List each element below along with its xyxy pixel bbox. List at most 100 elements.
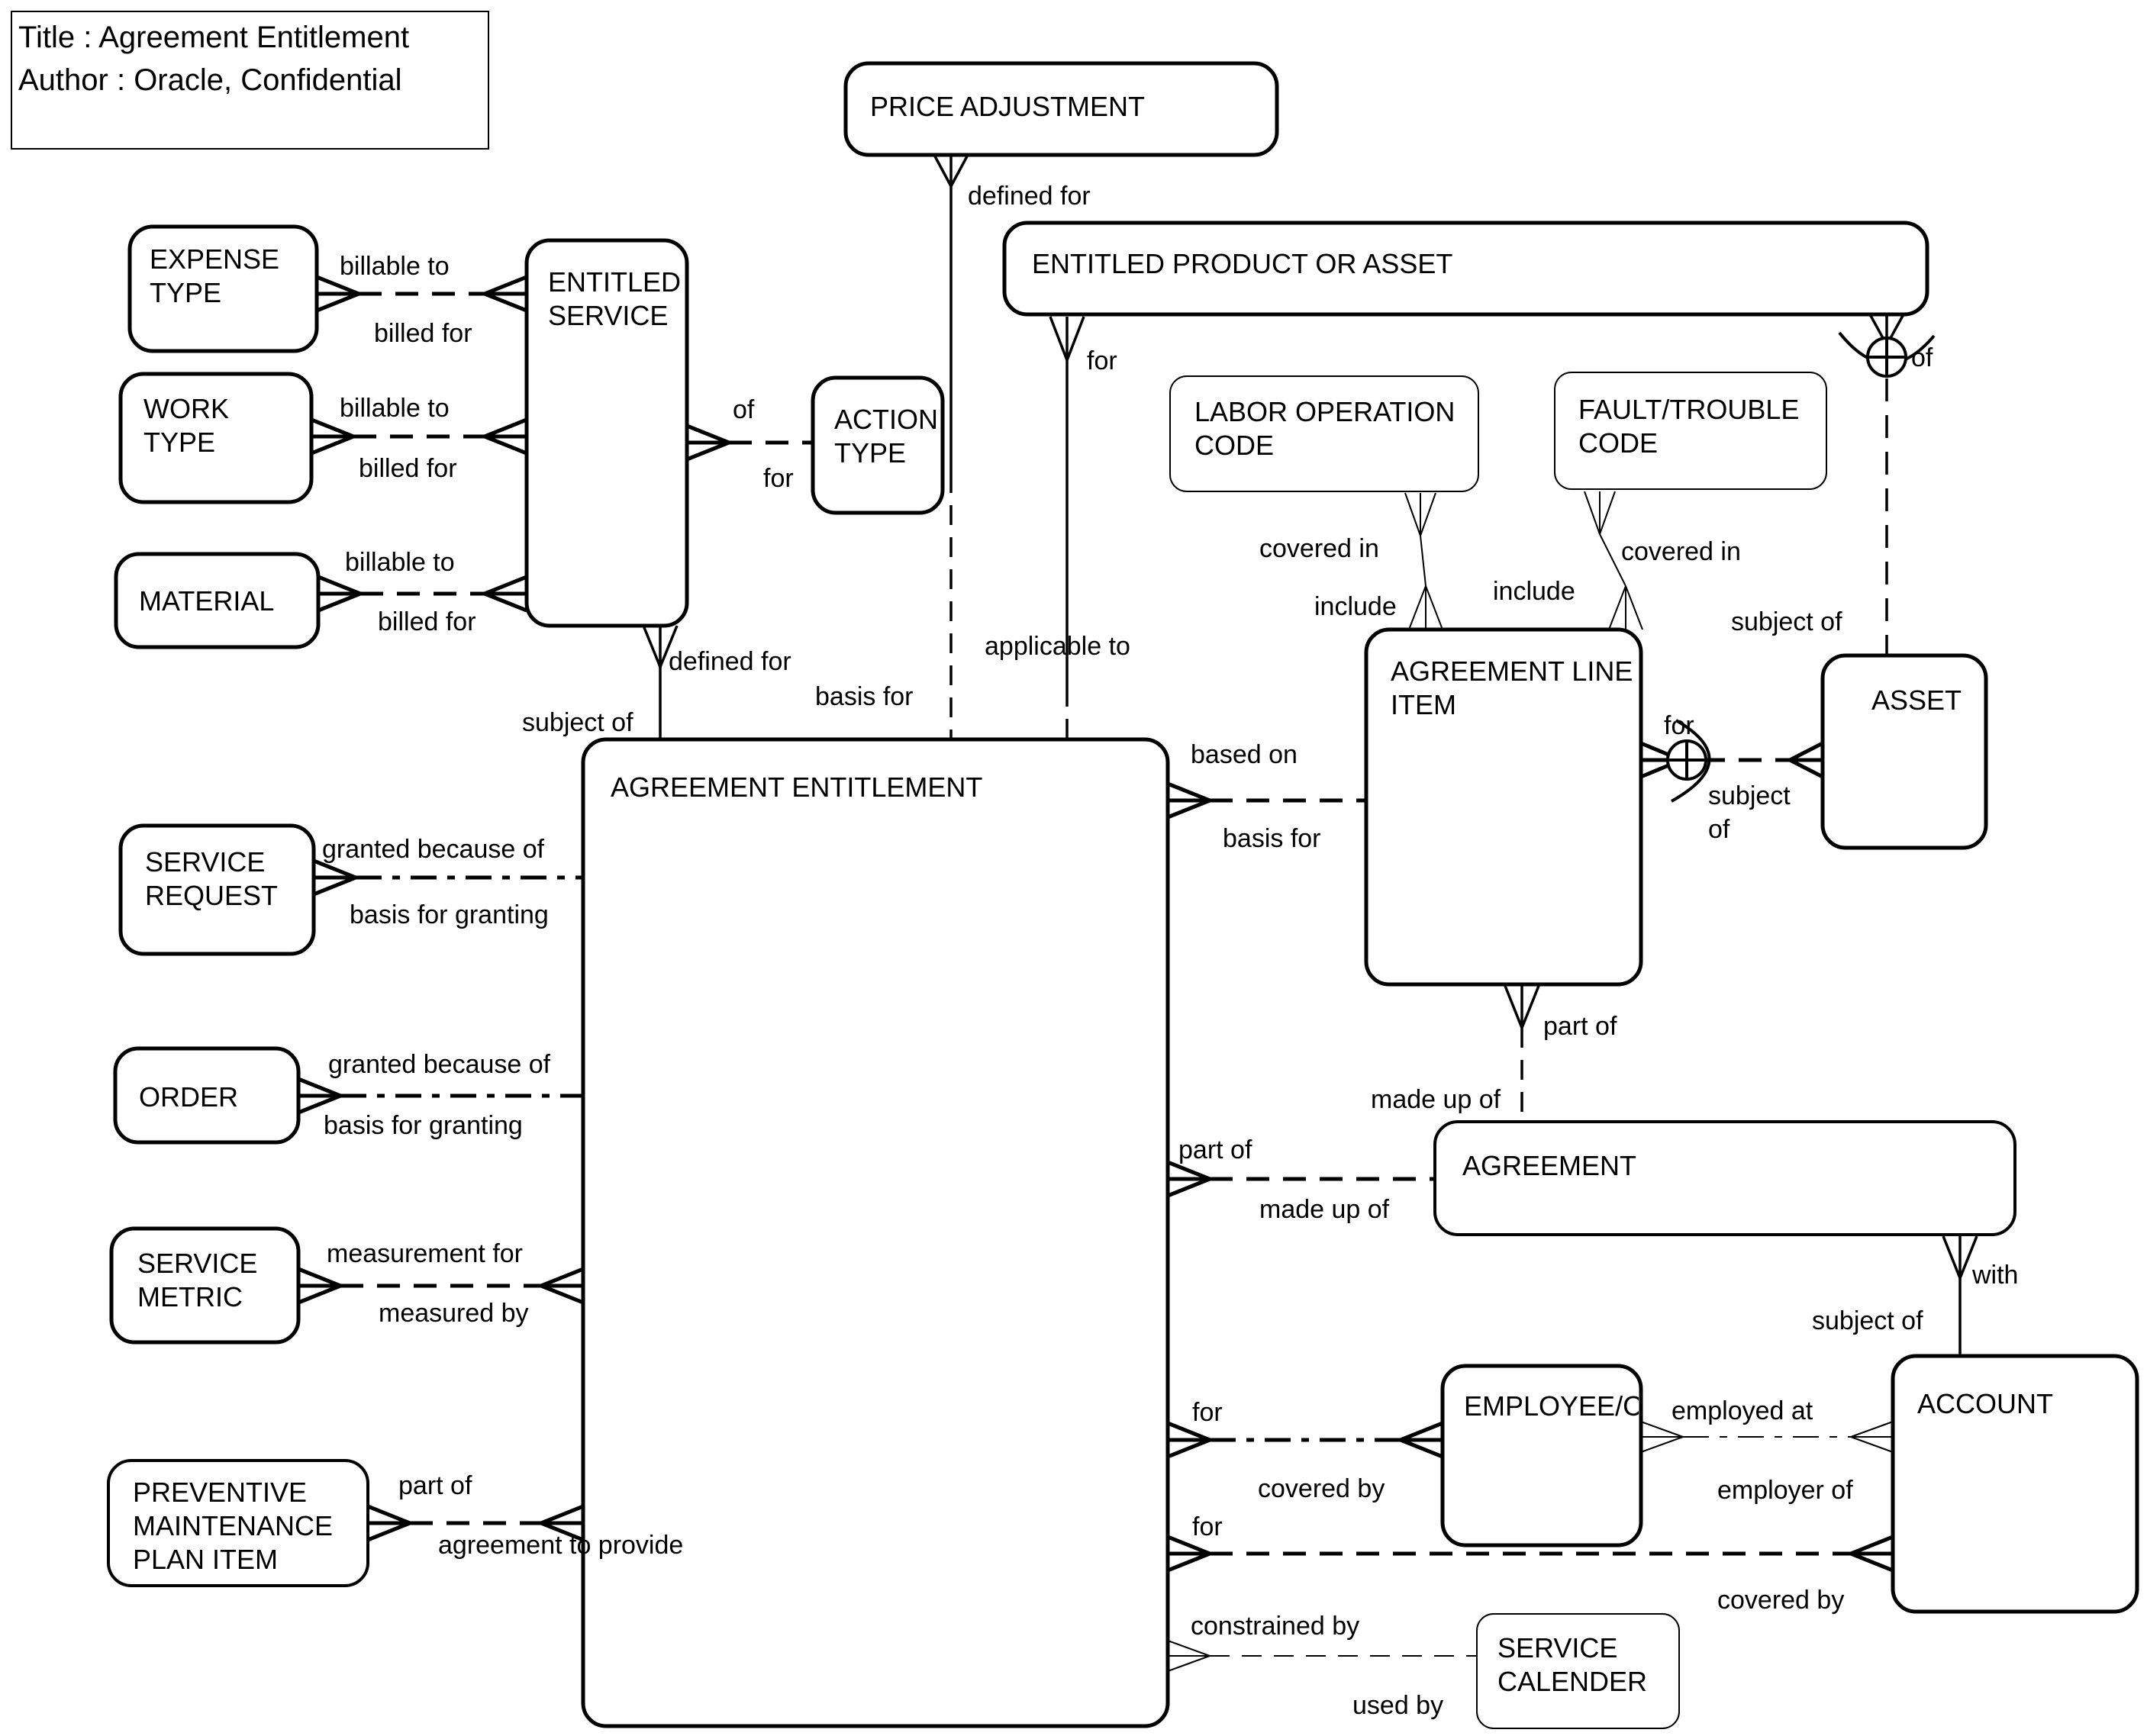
label-service-metric-1: SERVICE bbox=[137, 1248, 257, 1279]
rel-label-made-up-of-ae: made up of bbox=[1259, 1195, 1390, 1224]
label-labor-operation-code-2: CODE bbox=[1194, 430, 1274, 461]
label-expense-type-2: TYPE bbox=[150, 277, 221, 308]
rel-label-measured-by: measured by bbox=[379, 1299, 529, 1328]
rel-label-subject-of-account: subject of bbox=[1812, 1306, 1923, 1335]
crowfoot-service-metric bbox=[298, 1267, 341, 1305]
label-service-request-2: REQUEST bbox=[145, 880, 278, 911]
entity-agreement bbox=[1433, 1120, 2016, 1236]
entity-asset bbox=[1820, 653, 1988, 850]
rel-label-employer-of: employer of bbox=[1717, 1476, 1853, 1505]
entity-agreement-entitlement bbox=[581, 737, 1170, 1728]
rel-label-measurement-for: measurement for bbox=[327, 1239, 523, 1268]
entity-preventive-maintenance-plan-item bbox=[107, 1459, 369, 1587]
relationship-lines bbox=[340, 186, 1962, 1657]
label-asset: ASSET bbox=[1871, 684, 1962, 716]
label-account: ACCOUNT bbox=[1917, 1388, 2053, 1419]
diagram-title-box bbox=[11, 11, 489, 150]
label-work-type-1: WORK bbox=[143, 393, 229, 424]
crowfoot-entitled-service-material bbox=[484, 575, 527, 613]
rel-label-covered-by-employee: covered by bbox=[1258, 1474, 1385, 1503]
entity-work-type bbox=[118, 372, 314, 504]
rel-label-include-ftc: include bbox=[1493, 577, 1575, 606]
entity-labor-operation-code bbox=[1169, 375, 1479, 492]
arc-cross-top-icon bbox=[1868, 338, 1906, 376]
crowfoot-account-employee bbox=[1850, 1421, 1894, 1453]
entity-service-request bbox=[118, 823, 316, 956]
rel-label-billed-for-2: billed for bbox=[359, 454, 457, 483]
entity-employee bbox=[1440, 1364, 1643, 1548]
rel-label-billable-to-2: billable to bbox=[340, 394, 450, 423]
rel-label-billed-for-3: billed for bbox=[378, 607, 476, 636]
rel-label-for-action-type: for bbox=[763, 464, 794, 493]
label-pmpi-1: PREVENTIVE bbox=[133, 1477, 307, 1508]
rel-label-employed-at: employed at bbox=[1672, 1396, 1813, 1425]
rel-label-basis-for-ali: basis for bbox=[1223, 824, 1321, 853]
entity-price-adjustment bbox=[843, 61, 1279, 157]
label-price-adjustment: PRICE ADJUSTMENT bbox=[870, 91, 1145, 122]
label-service-calender-2: CALENDER bbox=[1497, 1666, 1647, 1697]
rel-label-defined-for-es: defined for bbox=[669, 647, 791, 676]
rel-label-defined-for-pa: defined for bbox=[968, 182, 1091, 211]
crowfoot-entitled-service-ae bbox=[642, 625, 679, 668]
rel-label-of-asset-top: of bbox=[1911, 343, 1933, 372]
label-agreement: AGREEMENT bbox=[1462, 1150, 1636, 1181]
rel-fault-trouble-code-ali-line bbox=[1599, 533, 1626, 587]
entity-action-type bbox=[811, 375, 945, 515]
rel-label-subject-ali-asset-1: subject bbox=[1708, 781, 1791, 810]
label-pmpi-2: MAINTENANCE bbox=[133, 1510, 333, 1541]
entity-material bbox=[114, 552, 321, 649]
rel-label-billable-to-3: billable to bbox=[345, 548, 455, 577]
diagram-title: Title : Agreement Entitlement bbox=[18, 21, 409, 54]
rel-label-part-of-ali: part of bbox=[1543, 1012, 1617, 1041]
rel-label-granted-because-of-order: granted because of bbox=[328, 1050, 551, 1079]
label-work-type-2: TYPE bbox=[143, 427, 215, 458]
crowfoot-order bbox=[298, 1077, 341, 1115]
label-labor-operation-code-1: LABOR OPERATION bbox=[1194, 396, 1455, 427]
crowfoot-ae-service-metric bbox=[540, 1267, 584, 1305]
rel-label-billable-to-1: billable to bbox=[340, 252, 450, 281]
label-action-type-2: TYPE bbox=[834, 437, 906, 469]
crowfoot-work-type bbox=[311, 417, 354, 456]
rel-label-constrained-by: constrained by bbox=[1191, 1612, 1359, 1641]
rel-label-covered-in-ftc: covered in bbox=[1621, 537, 1741, 566]
rel-label-for-employee: for bbox=[1192, 1398, 1223, 1427]
rel-label-basis-for-pa: basis for bbox=[815, 682, 914, 711]
rel-label-made-up-of-ali: made up of bbox=[1371, 1085, 1501, 1114]
crowfoot-asset-subject-of bbox=[1788, 741, 1824, 779]
label-agreement-line-item-1: AGREEMENT LINE bbox=[1391, 655, 1633, 687]
arc-cross-ali-icon bbox=[1668, 741, 1706, 779]
rel-label-basis-for-granting-order: basis for granting bbox=[324, 1111, 523, 1140]
label-employee: EMPLOYEE/C bbox=[1464, 1390, 1642, 1422]
label-service-metric-2: METRIC bbox=[137, 1281, 243, 1312]
label-agreement-entitlement: AGREEMENT ENTITLEMENT bbox=[611, 771, 982, 803]
label-entitled-service-2: SERVICE bbox=[548, 300, 668, 331]
label-action-type-1: ACTION bbox=[834, 404, 938, 435]
label-fault-trouble-code-2: CODE bbox=[1578, 427, 1658, 459]
entity-boxes bbox=[11, 11, 2139, 1729]
crowfoot-ae-pmpi bbox=[540, 1504, 584, 1542]
label-fault-trouble-code-1: FAULT/TROUBLE bbox=[1578, 394, 1799, 425]
crowfoot-entitled-service-work bbox=[484, 417, 527, 456]
rel-label-basis-for-granting-sr: basis for granting bbox=[350, 900, 549, 929]
diagram-author: Author : Oracle, Confidential bbox=[18, 63, 401, 97]
crowfoot-fault-trouble-code bbox=[1584, 491, 1616, 535]
rel-label-part-of-ae: part of bbox=[1178, 1135, 1252, 1164]
crowfoot-entitled-service-action-type bbox=[686, 424, 730, 462]
rel-label-granted-because-of-sr: granted because of bbox=[322, 835, 545, 864]
crowfoot-expense-type bbox=[316, 275, 359, 313]
crowfoot-labor-operation-code bbox=[1404, 492, 1436, 536]
crowfoot-account-ae bbox=[1850, 1535, 1894, 1573]
rel-label-for-ali-asset: for bbox=[1664, 711, 1694, 740]
crowfoot-employee-ae bbox=[1400, 1421, 1443, 1459]
label-service-calender-1: SERVICE bbox=[1497, 1632, 1617, 1664]
entity-account bbox=[1891, 1354, 2139, 1614]
rel-label-of-action-type: of bbox=[733, 395, 755, 424]
label-entitled-product-or-asset: ENTITLED PRODUCT OR ASSET bbox=[1032, 248, 1452, 279]
crows-feet bbox=[298, 154, 1978, 1672]
crowfoot-epoa-for bbox=[1049, 316, 1085, 361]
rel-label-part-of-pmpi: part of bbox=[398, 1471, 472, 1500]
label-pmpi-3: PLAN ITEM bbox=[133, 1544, 278, 1575]
exclusive-arc-ali bbox=[1671, 719, 1711, 803]
rel-label-for-account: for bbox=[1192, 1512, 1223, 1541]
